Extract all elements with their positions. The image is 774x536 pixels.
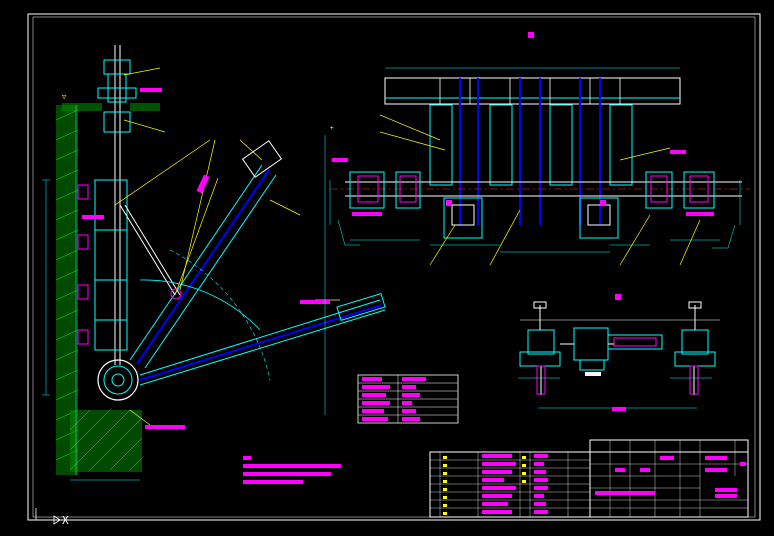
ucs-axis-icon	[35, 508, 61, 525]
technical-notes	[243, 456, 341, 484]
spec-table	[357, 374, 459, 424]
left-section-view: ▽ +	[42, 45, 386, 481]
axis-x-label: X	[62, 514, 69, 527]
sheet-inner-border	[32, 16, 756, 518]
actuator-plan-view	[518, 294, 720, 411]
right-elevation-view	[329, 32, 750, 266]
svg-text:▽: ▽	[62, 93, 67, 101]
sheet-border	[27, 13, 761, 521]
svg-text:+: +	[330, 125, 334, 132]
title-block	[429, 439, 749, 518]
